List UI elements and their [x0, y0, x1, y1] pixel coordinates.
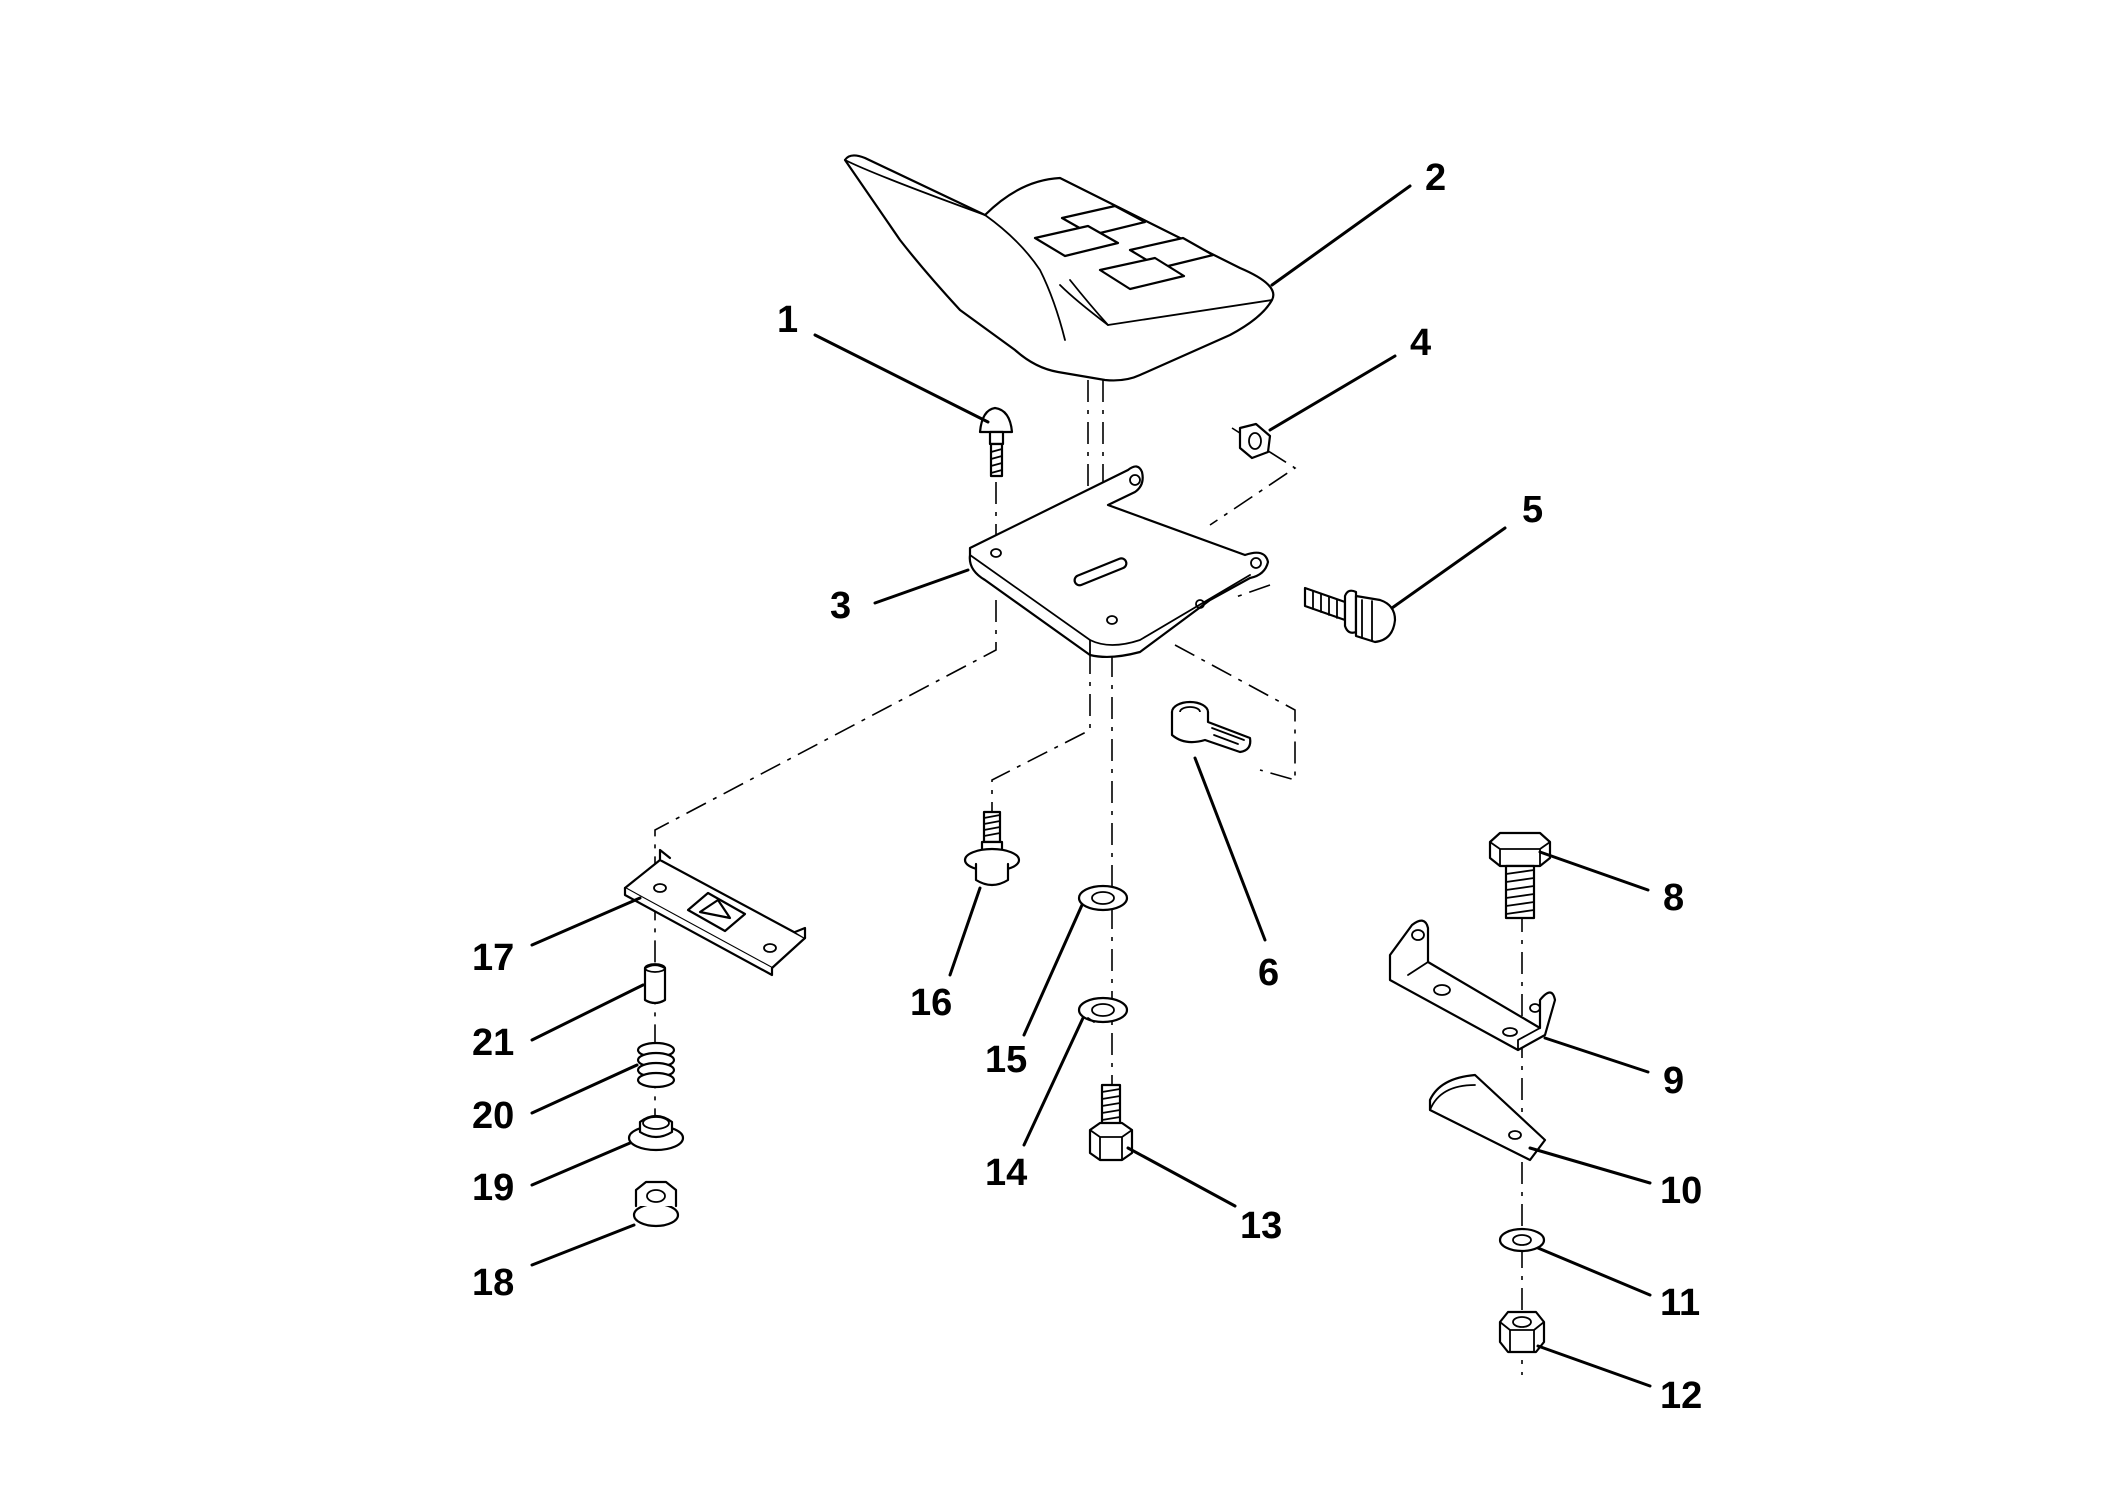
knob-bushing	[627, 1114, 685, 1152]
callout-20: 20	[472, 1095, 514, 1137]
callout-2: 2	[1425, 157, 1446, 199]
callout-15: 15	[985, 1039, 1027, 1081]
flat-washer-upper	[1077, 884, 1129, 912]
callout-8: 8	[1663, 877, 1684, 919]
callout-labels: 1 2 3 4 5 6 8 9 10 11 12 13 14 15 16 17 …	[472, 157, 1702, 1417]
callout-6: 6	[1258, 952, 1279, 994]
callout-3: 3	[830, 585, 851, 627]
flat-washer-right	[1498, 1227, 1546, 1253]
callout-11: 11	[1660, 1282, 1700, 1324]
seat	[843, 154, 1275, 382]
callout-1: 1	[777, 299, 798, 341]
hex-nut	[1238, 422, 1272, 460]
cable-clip	[1170, 700, 1252, 754]
callout-21: 21	[472, 1022, 514, 1064]
hex-flange-bolt	[1303, 586, 1397, 644]
callout-10: 10	[1660, 1170, 1702, 1212]
slide-plate	[623, 848, 807, 977]
shoulder-bolt	[963, 810, 1021, 887]
spring	[636, 1041, 676, 1089]
pin	[643, 963, 667, 1005]
seat-pan	[968, 465, 1270, 659]
callout-16: 16	[910, 982, 952, 1024]
callout-9: 9	[1663, 1060, 1684, 1102]
spring-clip	[1428, 1073, 1547, 1162]
leader-lines	[530, 184, 1652, 1388]
callout-4: 4	[1410, 322, 1431, 364]
callout-12: 12	[1660, 1375, 1702, 1417]
hex-bolt-lower	[1088, 1083, 1134, 1162]
flange-nut	[632, 1180, 680, 1228]
callout-5: 5	[1522, 489, 1543, 531]
callout-14: 14	[985, 1152, 1027, 1194]
callout-19: 19	[472, 1167, 514, 1209]
lock-nut	[1498, 1310, 1546, 1354]
bracket	[1388, 919, 1557, 1052]
carriage-bolt	[978, 406, 1014, 478]
callout-18: 18	[472, 1262, 514, 1304]
lock-washer	[1077, 996, 1129, 1024]
callout-13: 13	[1240, 1205, 1282, 1247]
hex-bolt-right	[1488, 831, 1552, 920]
callout-17: 17	[472, 937, 514, 979]
